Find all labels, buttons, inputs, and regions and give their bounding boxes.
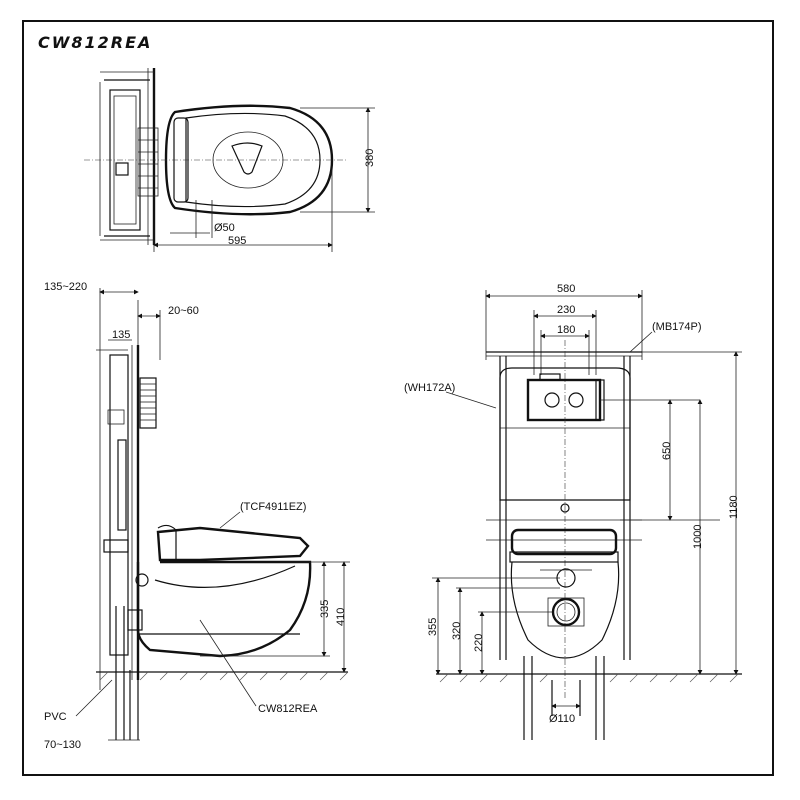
dim-drain: Ø110 <box>549 713 575 725</box>
side-view <box>75 288 350 741</box>
drawing-title: CW812REA <box>38 33 153 52</box>
label-seat: (TCF4911EZ) <box>240 501 306 513</box>
top-view <box>84 68 375 252</box>
dim-320: 320 <box>451 622 463 640</box>
dim-180: 180 <box>557 324 575 336</box>
dim-380: 380 <box>364 149 376 167</box>
dim-220: 220 <box>473 634 485 652</box>
label-frame: (WH172A) <box>404 382 455 394</box>
dim-pipe: Ø50 <box>214 222 235 234</box>
dim-410: 410 <box>335 608 347 626</box>
dim-1000: 1000 <box>692 525 704 549</box>
label-pvc: PVC <box>44 711 67 723</box>
dim-135-220: 135~220 <box>44 281 87 293</box>
label-bowl: CW812REA <box>258 703 318 715</box>
dim-335: 335 <box>319 600 331 618</box>
dim-580: 580 <box>557 283 575 295</box>
dim-650: 650 <box>661 442 673 460</box>
dim-230: 230 <box>557 304 575 316</box>
front-view <box>432 290 742 740</box>
dim-1180: 1180 <box>728 495 740 519</box>
dim-70-130: 70~130 <box>44 739 81 751</box>
label-plate: (MB174P) <box>652 321 702 333</box>
dim-135: 135 <box>112 329 130 341</box>
drawing-frame <box>22 20 774 776</box>
dim-595: 595 <box>228 235 246 247</box>
dim-355: 355 <box>427 618 439 636</box>
dim-20-60: 20~60 <box>168 305 199 317</box>
